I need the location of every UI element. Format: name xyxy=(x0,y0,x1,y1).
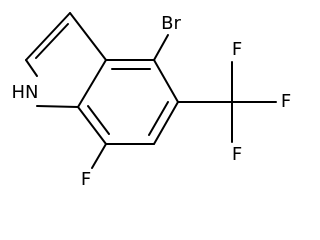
bond-c4-br xyxy=(153,34,169,61)
bond-n1-c2 xyxy=(25,59,38,77)
atom-label-cf3-fluorine-right: F xyxy=(281,91,291,112)
bond-n1-c7a xyxy=(36,105,79,108)
bond-c2-c3-inner xyxy=(35,23,69,59)
bond-c7-c7a-inner xyxy=(87,105,110,135)
atom-label-fluorine-7: F xyxy=(81,169,91,190)
bond-c3a-c7a xyxy=(77,59,107,108)
molecule-structure-diagram: Br HN F F F F xyxy=(12,12,291,190)
atom-label-cf3-fluorine-top: F xyxy=(232,39,242,60)
atom-label-bromine: Br xyxy=(161,13,181,34)
bond-c7-c7a xyxy=(77,106,107,145)
bond-c7-f xyxy=(91,143,107,169)
bond-c5-c6-inner xyxy=(148,101,169,136)
bond-c2-c3 xyxy=(25,12,71,61)
bond-c5-c6 xyxy=(153,101,179,145)
bond-c3-c3a xyxy=(69,12,107,61)
bond-c4-c5 xyxy=(153,59,179,103)
atom-label-cf3-fluorine-bottom: F xyxy=(232,144,242,165)
atom-label-nh: HN xyxy=(12,82,39,103)
